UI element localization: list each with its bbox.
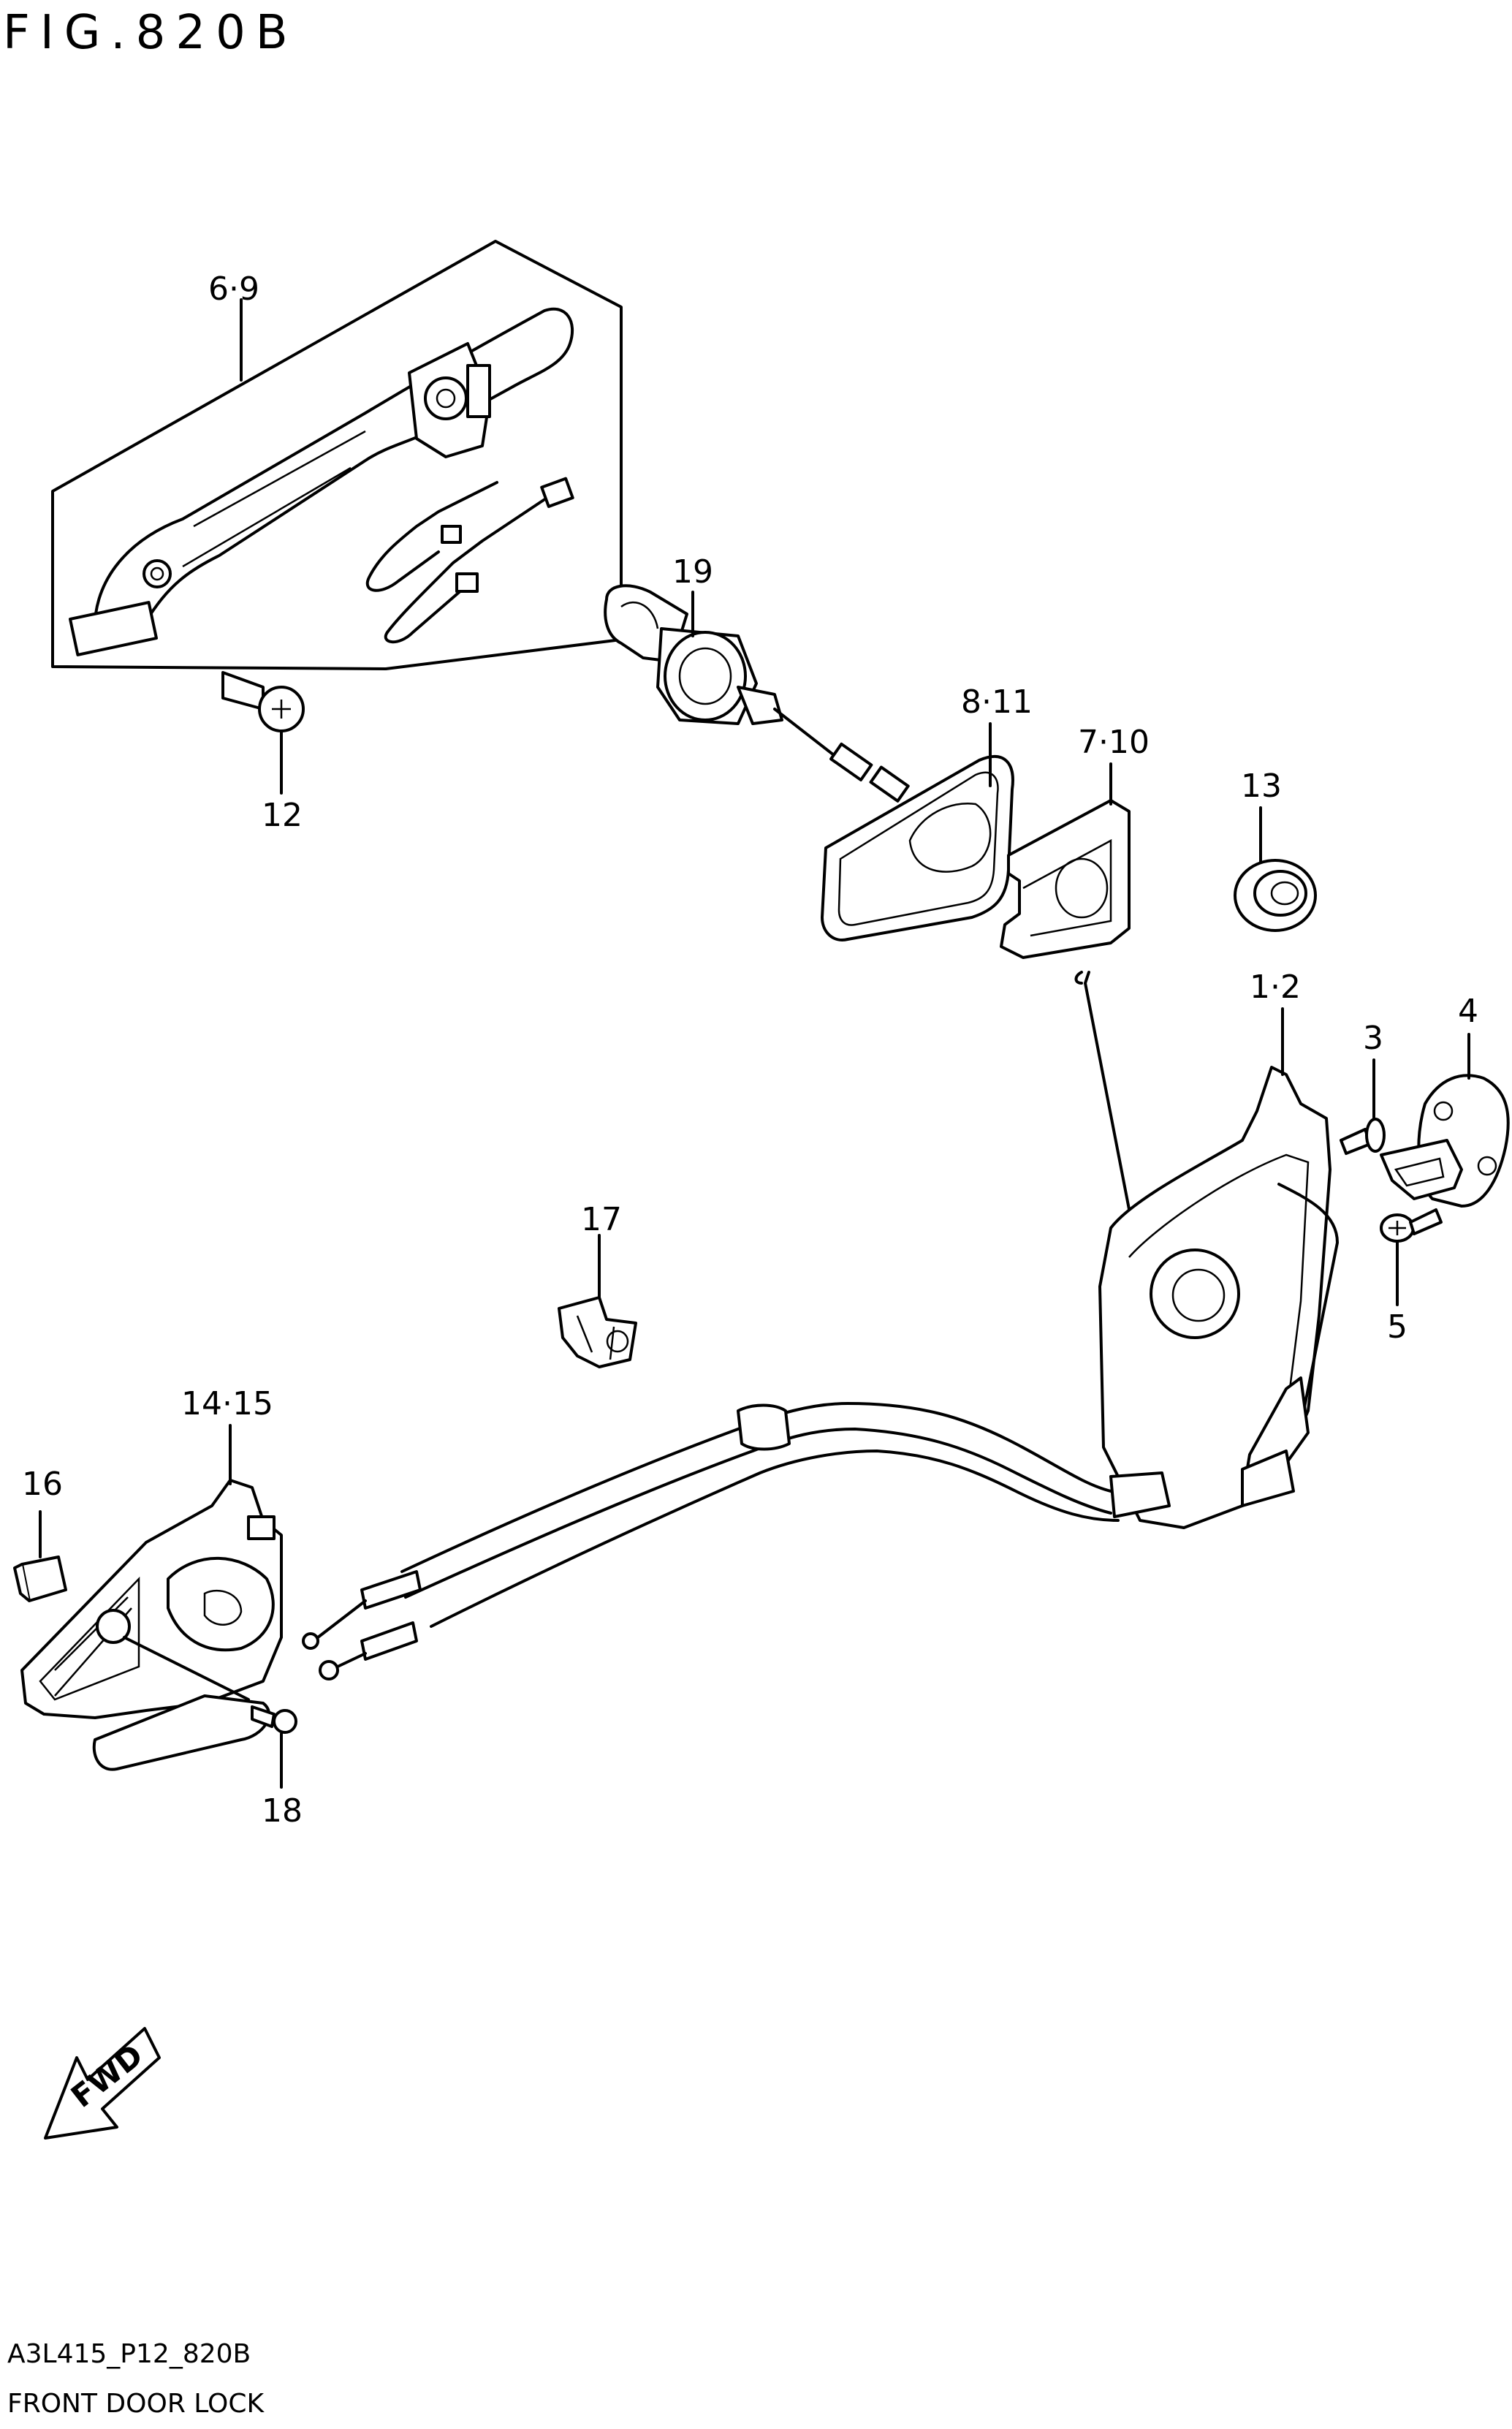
- callout-17: 17: [581, 1201, 622, 1238]
- callout-8-11: 8·11: [961, 683, 1033, 721]
- callout-16: 16: [22, 1466, 63, 1503]
- callout-13: 13: [1241, 768, 1282, 805]
- callout-7-10: 7·10: [1078, 724, 1150, 761]
- callout-14-15: 14·15: [181, 1385, 273, 1422]
- callout-3: 3: [1363, 1020, 1383, 1057]
- bolt-part-12[interactable]: [221, 671, 305, 732]
- screw-part-3[interactable]: [1340, 1118, 1386, 1155]
- drawing-name: FRONT DOOR LOCK: [7, 2389, 265, 2419]
- callout-12: 12: [262, 797, 303, 834]
- grommet-part[interactable]: [1234, 859, 1317, 932]
- screw-part-18[interactable]: [251, 1705, 297, 1734]
- striker-part[interactable]: [1380, 1074, 1510, 1208]
- callout-5: 5: [1387, 1308, 1407, 1346]
- callout-4: 4: [1458, 993, 1478, 1030]
- key-cylinder-part[interactable]: [604, 584, 910, 803]
- cap-part-16[interactable]: [13, 1555, 67, 1602]
- callout-1-2: 1·2: [1250, 969, 1301, 1006]
- fwd-arrow-icon: FWD: [44, 2027, 161, 2140]
- handle-bracket-part[interactable]: [1000, 799, 1131, 959]
- lock-cables[interactable]: [302, 1402, 1171, 1680]
- figure-title: FIG.820B: [3, 6, 298, 60]
- drawing-code: A3L415_P12_820B: [7, 2339, 251, 2369]
- outside-door-handle-part[interactable]: [51, 240, 623, 670]
- clip-part-17[interactable]: [558, 1296, 637, 1368]
- callout-6-9: 6·9: [208, 270, 259, 308]
- gasket-part[interactable]: [821, 755, 1014, 941]
- door-lock-actuator-part[interactable]: [1074, 971, 1339, 1529]
- callout-19: 19: [672, 553, 713, 591]
- screw-part-5[interactable]: [1380, 1208, 1443, 1243]
- callout-18: 18: [262, 1792, 303, 1830]
- inside-door-handle-part[interactable]: [20, 1479, 283, 1771]
